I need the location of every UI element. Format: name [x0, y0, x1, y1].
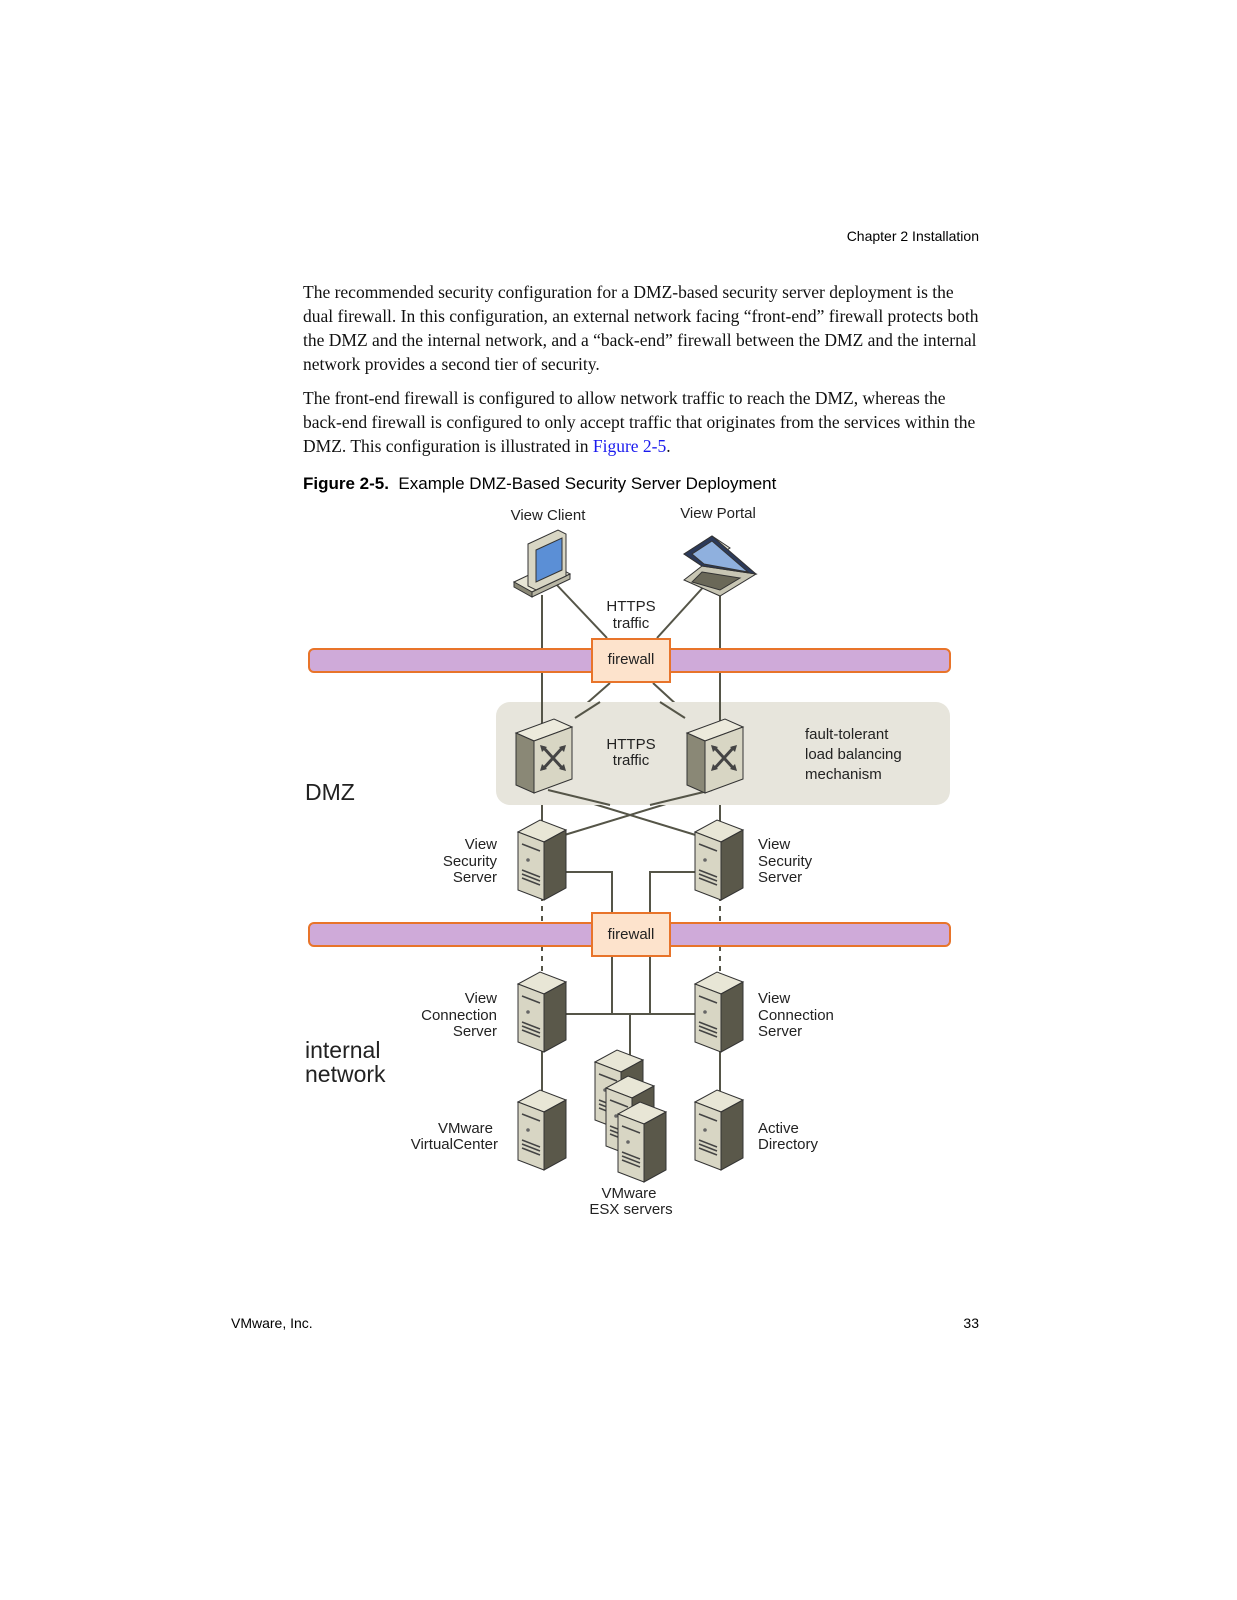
vcs-left-line3: Server [453, 1023, 497, 1040]
back-firewall-box [591, 912, 671, 957]
https-mid-line2: traffic [613, 752, 650, 769]
vcs-left-line2: Connection [421, 1007, 497, 1024]
front-firewall-label: firewall [608, 651, 655, 668]
vc-line2: VirtualCenter [411, 1136, 498, 1153]
ad-line2: Directory [758, 1136, 819, 1153]
figure-caption-label: Figure 2-5. [303, 474, 389, 493]
vss-right-line1: View [758, 836, 790, 853]
vss-left-line3: Server [453, 869, 497, 886]
vcs-right-line3: Server [758, 1023, 802, 1040]
internal-label-line2: network [305, 1061, 386, 1087]
figure-caption: Figure 2-5. Example DMZ-Based Security S… [303, 474, 776, 494]
load-balancer-right-icon [685, 717, 745, 795]
vss-right-line3: Server [758, 869, 802, 886]
lb-label-line1: fault-tolerant [805, 726, 889, 743]
desktop-computer-icon [512, 529, 572, 598]
laptop-icon [683, 535, 758, 597]
connection-server-right-icon [694, 971, 744, 1053]
figure-link[interactable]: Figure 2-5 [592, 436, 667, 456]
security-server-right-icon [694, 819, 744, 901]
vcs-right-line2: Connection [758, 1007, 834, 1024]
paragraph-1: The recommended security configuration f… [303, 282, 979, 374]
paragraph-2-text: The front-end firewall is configured to … [303, 388, 976, 456]
https-top-line2: traffic [613, 615, 650, 632]
dmz-deployment-diagram: firewall firewall View Client View Porta… [305, 505, 951, 1218]
back-firewall-label: firewall [608, 926, 655, 943]
front-firewall-box [591, 638, 671, 683]
connection-server-left-icon [517, 971, 567, 1053]
footer-page-number: 33 [963, 1315, 979, 1331]
load-balancer-left-icon [514, 717, 574, 795]
running-header: Chapter 2 Installation [846, 228, 979, 244]
vc-line1: VMware [438, 1120, 493, 1137]
internal-label-line1: internal [305, 1037, 380, 1063]
dmz-label: DMZ [305, 779, 355, 805]
https-top-line1: HTTPS [606, 598, 655, 615]
figure-caption-title: Example DMZ-Based Security Server Deploy… [398, 474, 777, 493]
lb-label-line2: load balancing [805, 746, 902, 763]
esx-line2: ESX servers [589, 1201, 672, 1218]
https-mid-line1: HTTPS [606, 736, 655, 753]
view-portal-label: View Portal [680, 505, 756, 522]
paragraph-2-end: . [666, 436, 671, 456]
active-directory-server-icon [694, 1089, 744, 1171]
footer-company: VMware, Inc. [231, 1315, 313, 1331]
virtualcenter-server-icon [517, 1089, 567, 1171]
esx-line1: VMware [601, 1185, 656, 1202]
vss-left-line2: Security [443, 853, 498, 870]
paragraph-2: The front-end firewall is configured to … [303, 386, 983, 458]
vcs-right-line1: View [758, 990, 790, 1007]
lb-label-line3: mechanism [805, 766, 882, 783]
vss-right-line2: Security [758, 853, 813, 870]
view-client-label: View Client [511, 507, 587, 524]
ad-line1: Active [758, 1120, 799, 1137]
esx-server-3-icon [617, 1101, 667, 1183]
vss-left-line1: View [465, 836, 497, 853]
security-server-left-icon [517, 819, 567, 901]
vcs-left-line1: View [465, 990, 497, 1007]
